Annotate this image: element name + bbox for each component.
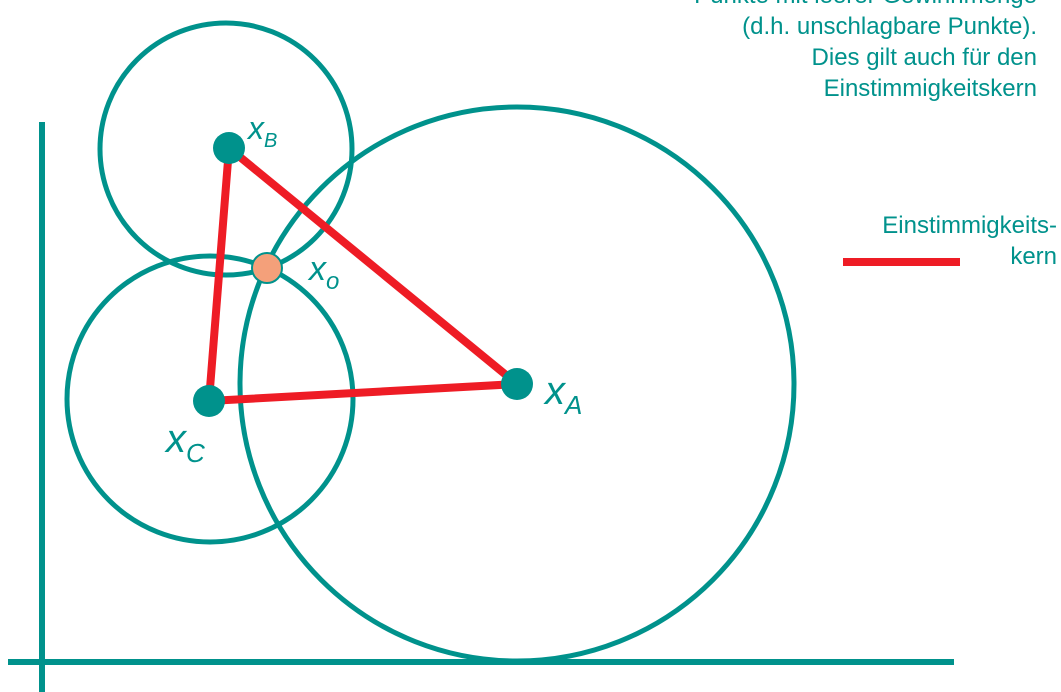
label-xc: xC	[164, 417, 205, 468]
legend-label-line-1: Einstimmigkeits-	[882, 212, 1057, 239]
caption-text: Punkte mit leerer Gewinnmenge (d.h. unsc…	[694, 0, 1037, 104]
caption-line-4: Einstimmigkeitskern	[823, 75, 1037, 102]
indifference-circle-b	[97, 20, 355, 278]
label-xo: xo	[307, 250, 339, 295]
legend-swatch-unanimity-core	[843, 258, 960, 266]
ideal-point-c	[193, 385, 225, 417]
indifference-circle-a	[237, 104, 797, 664]
unanimity-core-triangle	[205, 144, 521, 405]
indifference-circle-c	[64, 253, 356, 545]
legend-label-line-2: kern	[1010, 243, 1057, 270]
ideal-point-b	[213, 132, 245, 164]
label-xa: xA	[543, 369, 582, 420]
legend-label: Einstimmigkeits- kern	[882, 210, 1057, 272]
ideal-point-a	[501, 368, 533, 400]
label-xb: xB	[246, 110, 277, 152]
caption-line-2: (d.h. unschlagbare Punkte).	[742, 13, 1037, 40]
caption-line-3: Dies gilt auch für den	[811, 44, 1037, 71]
caption-line-1: Punkte mit leerer Gewinnmenge	[694, 0, 1037, 11]
undominated-point-xo	[251, 252, 283, 284]
